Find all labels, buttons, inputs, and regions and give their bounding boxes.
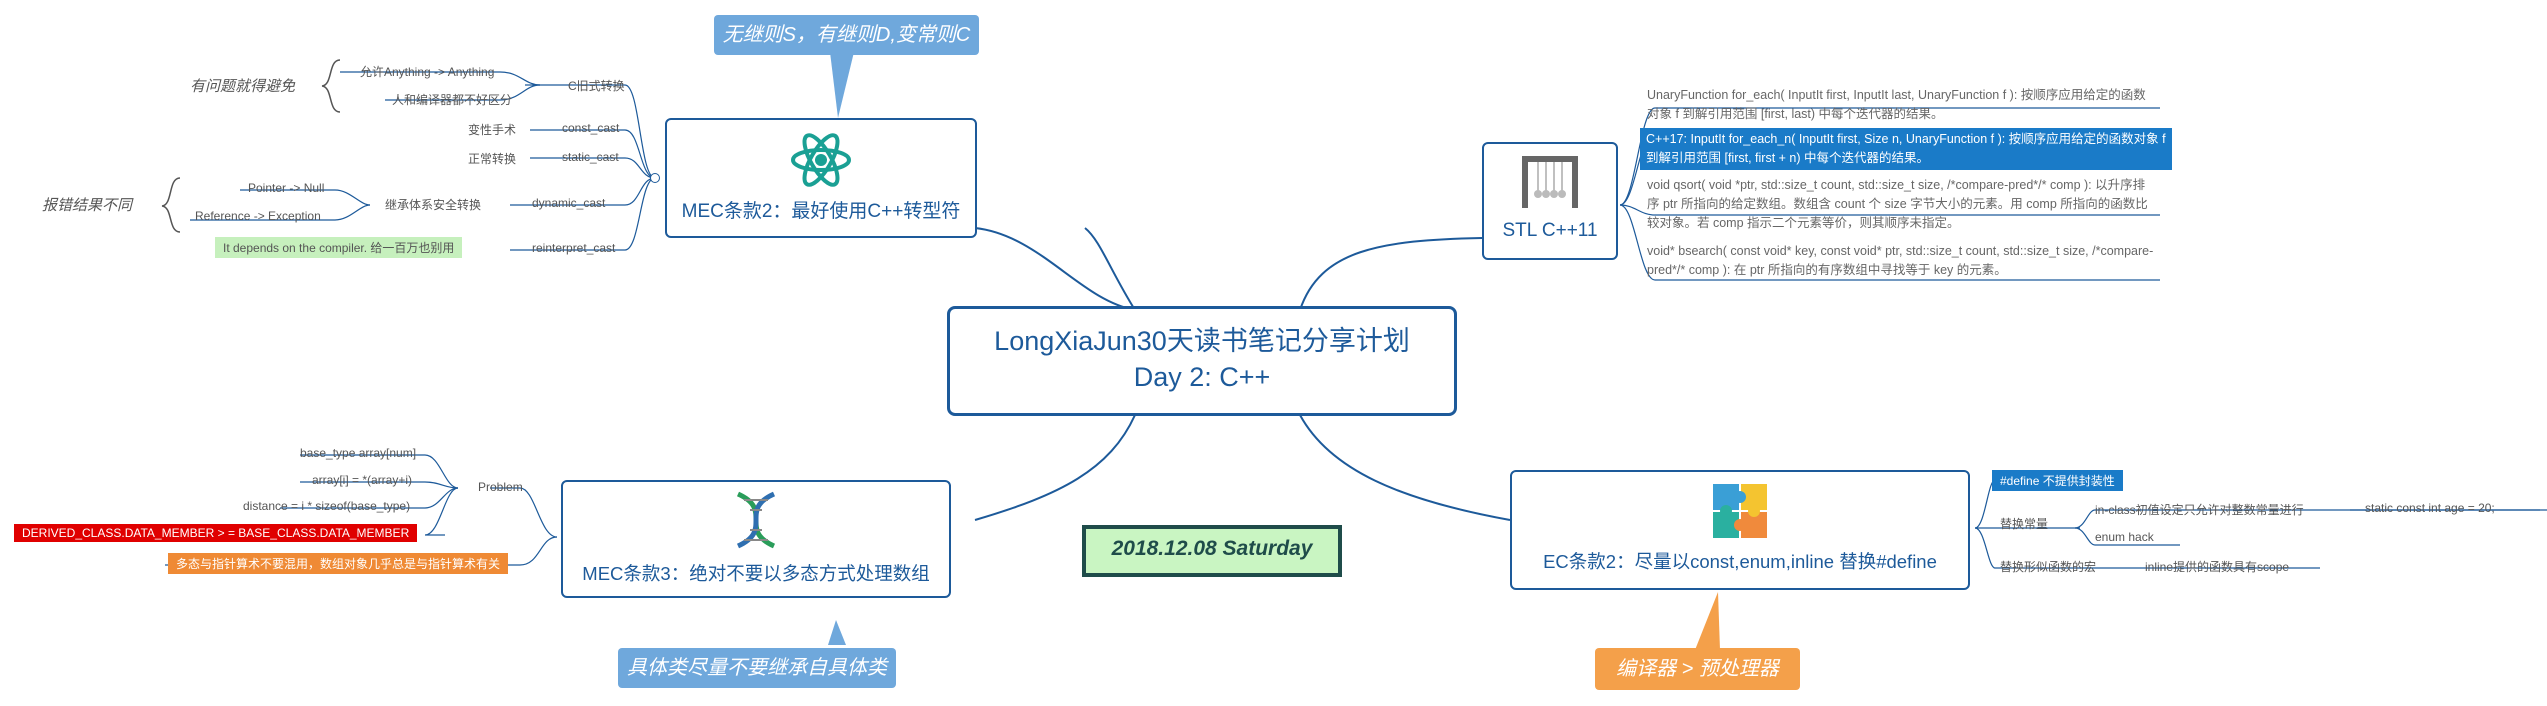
central-subtitle: Day 2: C++ <box>1133 362 1271 392</box>
stl-item-for-each[interactable]: UnaryFunction for_each( InputIt first, I… <box>1647 88 2146 121</box>
replace-macros-node[interactable]: 替换形似函数的宏 <box>2000 560 2097 574</box>
topic-ec2[interactable]: EC条款2：尽量以const,enum,inline 替换#define <box>1510 470 1970 590</box>
const-cast-child[interactable]: 变性手术 <box>468 123 517 137</box>
atom-icon <box>789 128 853 192</box>
stl-item-qsort[interactable]: void qsort( void *ptr, std::size_t count… <box>1647 178 2148 230</box>
enum-hack-node[interactable]: enum hack <box>2095 530 2154 544</box>
const-cast-node[interactable]: const_cast <box>562 121 620 135</box>
reference-exception[interactable]: Reference -> Exception <box>195 209 321 223</box>
link-central-mec3 <box>974 414 1136 521</box>
problem-node[interactable]: Problem <box>478 480 523 494</box>
dna-icon <box>724 488 788 552</box>
date-badge: 2018.12.08 Saturday <box>1082 525 1342 577</box>
stl-item-bsearch[interactable]: void* bsearch( const void* key, const vo… <box>1647 244 2154 277</box>
reinterpret-cast-child[interactable]: It depends on the compiler. 给一百万也别用 <box>215 237 463 258</box>
static-cast-node[interactable]: static_cast <box>562 150 619 164</box>
problem-child-member-size[interactable]: DERIVED_CLASS.DATA_MEMBER > = BASE_CLASS… <box>14 524 418 542</box>
topic-stl[interactable]: STL C++11 <box>1482 142 1618 260</box>
topic-ec2-title: EC条款2：尽量以const,enum,inline 替换#define <box>1543 551 1937 572</box>
c-cast-node[interactable]: C旧式转换 <box>568 79 625 93</box>
callout-bottom-right[interactable]: 编译器 > 预处理器 <box>1595 648 1800 690</box>
tag-avoid-problems: 有问题就得避免 <box>190 78 296 95</box>
problem-child-array-decl[interactable]: base_type array[num] <box>300 446 417 460</box>
topic-mec3[interactable]: MEC条款3：绝对不要以多态方式处理数组 <box>561 480 951 598</box>
central-title: LongXiaJun30天读书笔记分享计划 <box>994 326 1410 356</box>
link-central-mec2-b <box>974 227 1136 311</box>
reinterpret-cast-node[interactable]: reinterpret_cast <box>532 241 616 255</box>
pointer-null[interactable]: Pointer -> Null <box>248 181 325 195</box>
define-note[interactable]: #define 不提供封装性 <box>1992 470 2123 491</box>
mec3-note[interactable]: 多态与指针算术不要混用，数组对象几乎总是与指针算术有关 <box>168 553 509 574</box>
branch-dot <box>650 173 660 183</box>
replace-constants-node[interactable]: 替换常量 <box>2000 517 2049 531</box>
inline-scope-node[interactable]: inline提供的函数具有scope <box>2145 560 2290 574</box>
link-central-mec2 <box>1084 227 1136 311</box>
link-central-stl <box>1299 237 1483 311</box>
callout-top[interactable]: 无继则S，有继则D,变常则C <box>714 15 979 55</box>
problem-child-array-index[interactable]: array[i] = *(array+i) <box>312 473 413 487</box>
topic-mec2[interactable]: MEC条款2：最好使用C++转型符 <box>665 118 977 238</box>
dynamic-cast-node[interactable]: dynamic_cast <box>532 196 606 210</box>
tag-error-results-differ: 报错结果不同 <box>42 197 133 214</box>
topic-mec3-title: MEC条款3：绝对不要以多态方式处理数组 <box>582 563 930 584</box>
dynamic-cast-child[interactable]: 继承体系安全转换 <box>385 198 482 212</box>
in-class-init-node[interactable]: in-class初值设定只允许对整数常量进行 <box>2095 503 2304 517</box>
central-topic[interactable]: LongXiaJun30天读书笔记分享计划 Day 2: C++ <box>947 306 1457 416</box>
callout-bottom-left[interactable]: 具体类尽量不要继承自具体类 <box>618 648 896 688</box>
stl-item-for-each-n[interactable]: C++17: InputIt for_each_n( InputIt first… <box>1640 128 2172 170</box>
link-central-ec2 <box>1299 414 1511 521</box>
c-cast-child-anything[interactable]: 允许Anything -> Anything <box>360 65 495 79</box>
puzzle-icon <box>1711 482 1769 540</box>
c-cast-child-hard[interactable]: 人和编译器都不好区分 <box>392 93 513 107</box>
topic-stl-title: STL C++11 <box>1502 220 1598 241</box>
static-const-example[interactable]: static const int age = 20; <box>2365 501 2495 515</box>
static-cast-child[interactable]: 正常转换 <box>468 152 517 166</box>
problem-child-distance[interactable]: distance = i * sizeof(base_type) <box>243 499 411 513</box>
topic-mec2-title: MEC条款2：最好使用C++转型符 <box>681 201 961 222</box>
newtons-cradle-icon <box>1518 154 1582 210</box>
